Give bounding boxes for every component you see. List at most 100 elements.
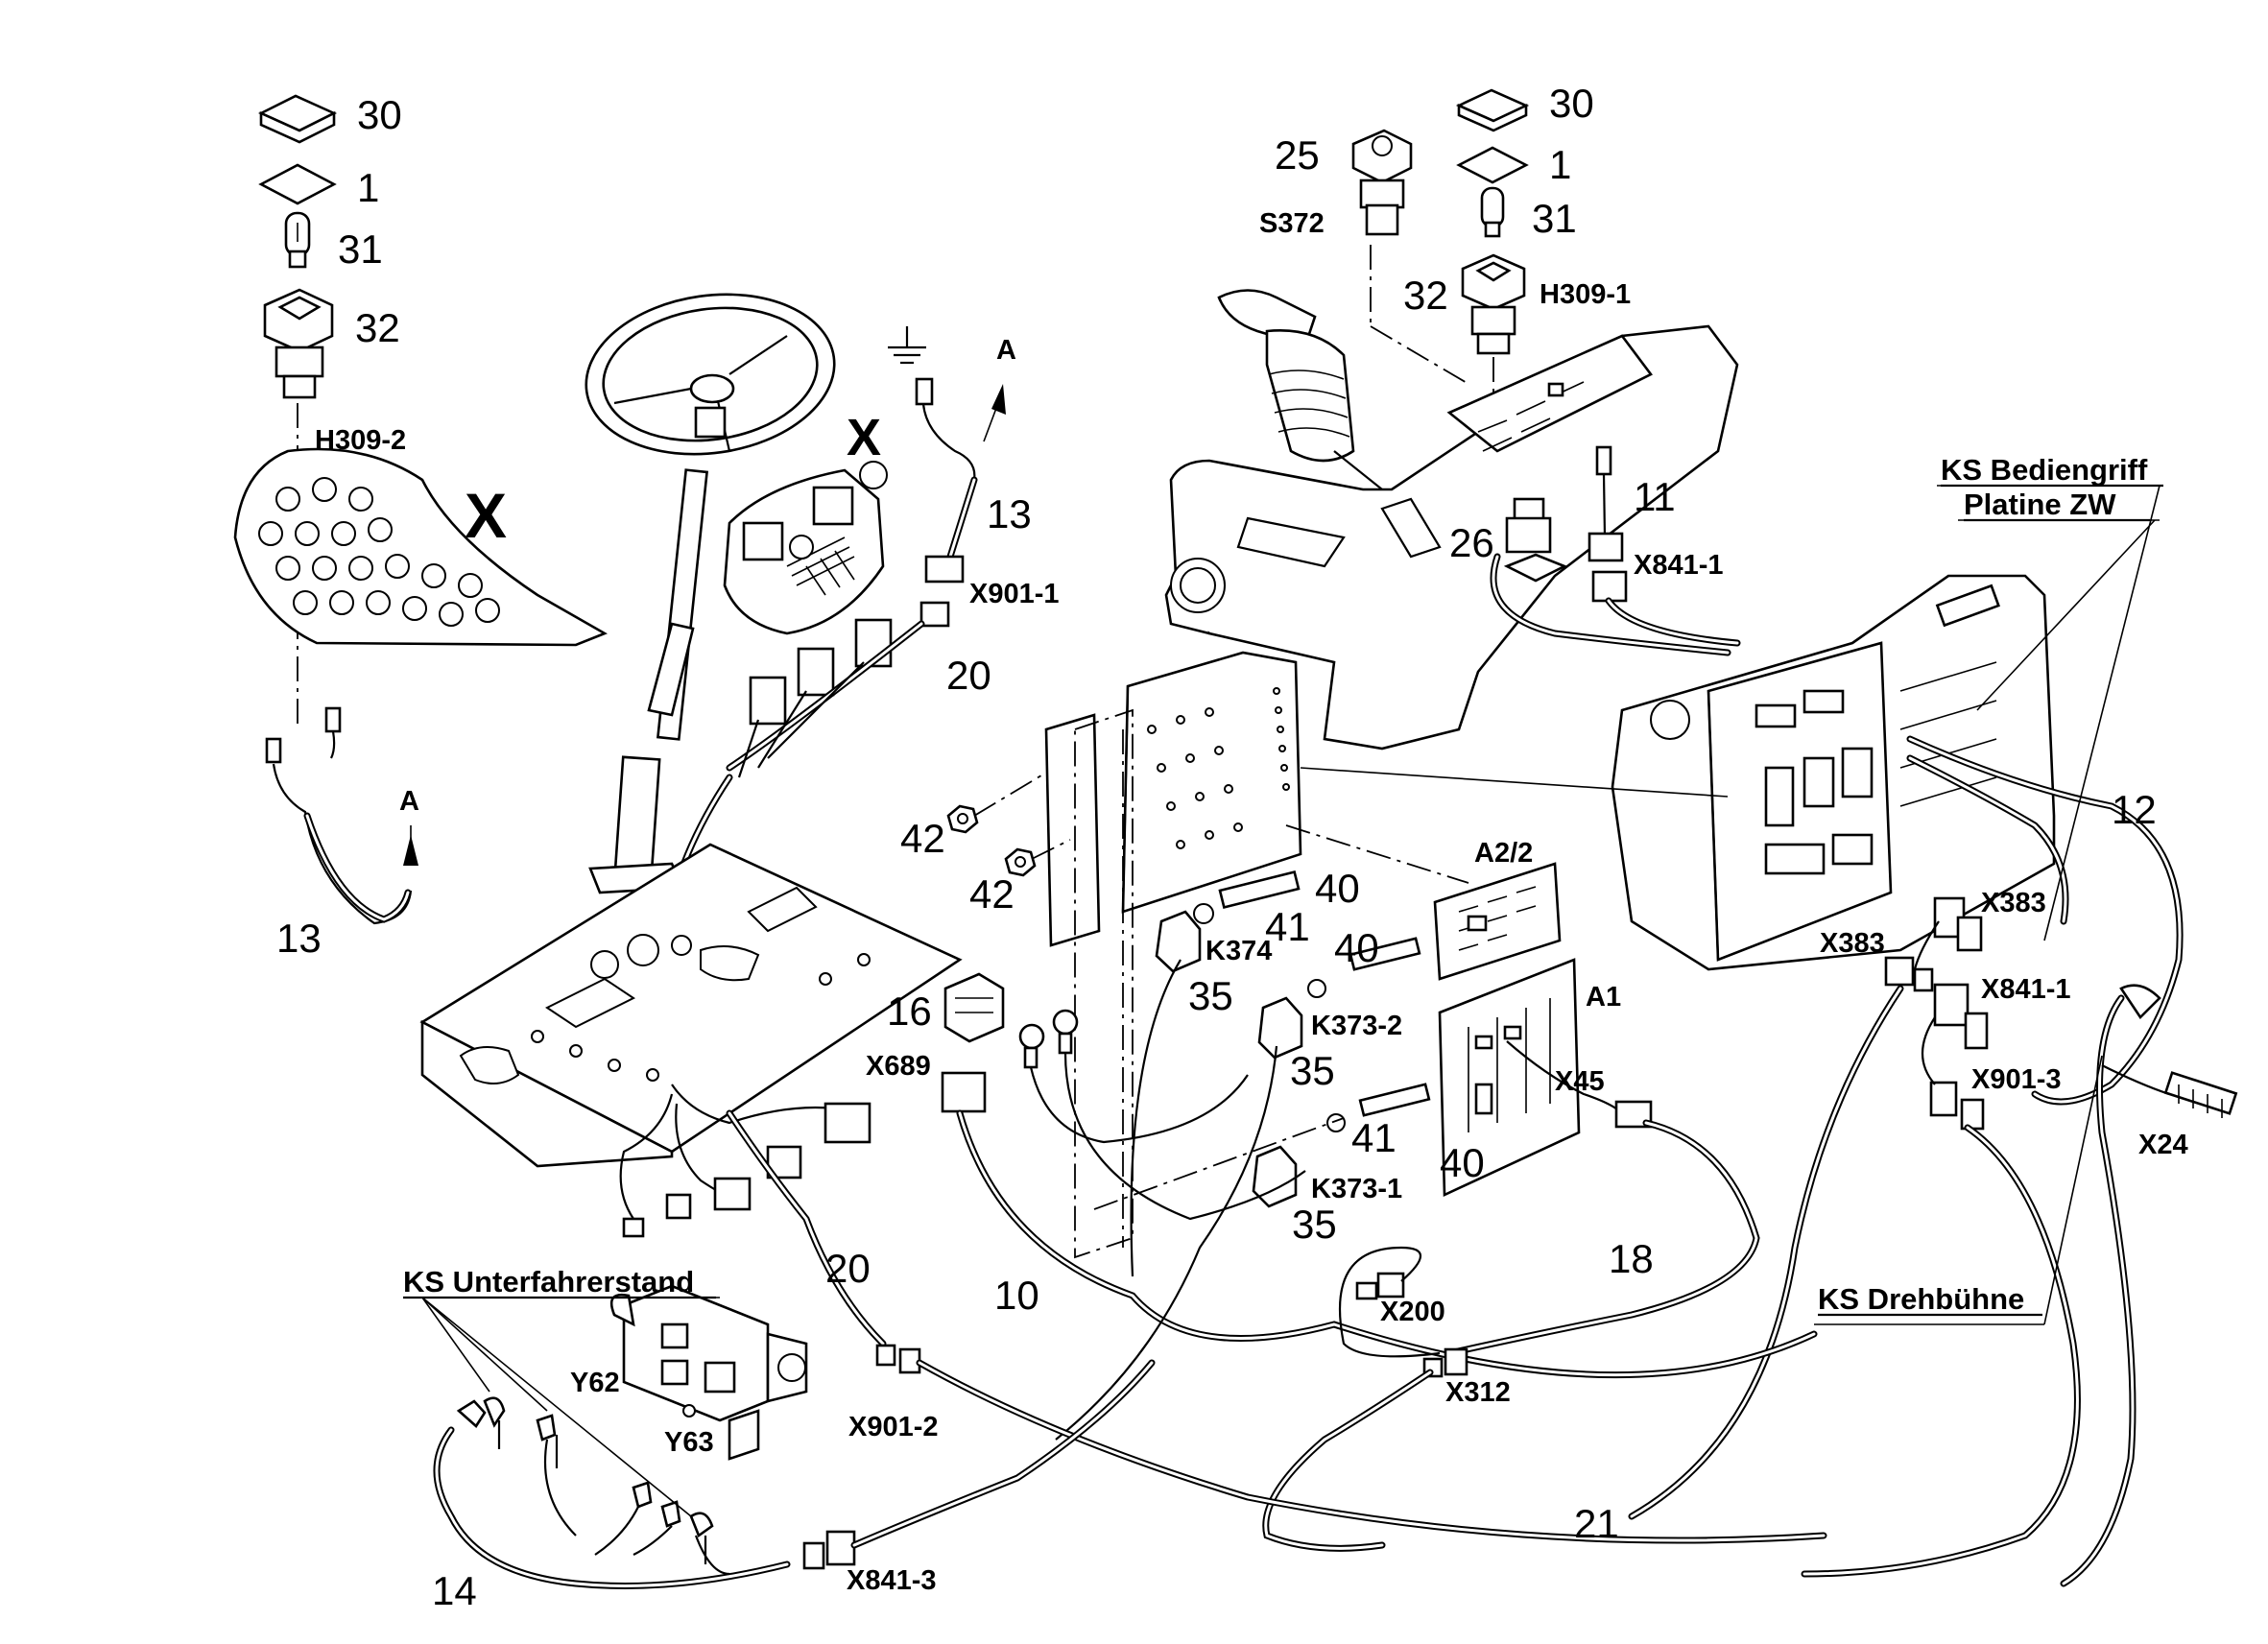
label-x901-1: X901-1 (969, 579, 1060, 609)
label-cable-11: 11 (1634, 474, 1676, 519)
label-cable-18: 18 (1609, 1236, 1654, 1281)
cable-11 (1490, 445, 1741, 656)
label-a1: A1 (1586, 982, 1621, 1013)
label-x841-1-right: X841-1 (1981, 974, 2071, 1005)
panel-plate-x (233, 447, 608, 647)
label-arrow-a-mid: A (996, 335, 1016, 366)
label-y62: Y62 (570, 1368, 620, 1398)
plate-holes (258, 477, 500, 627)
label-platine-zw: Platine ZW (1964, 488, 2116, 521)
label-cable-13-left: 13 (276, 916, 322, 961)
nuts-42 (946, 772, 1071, 877)
label-x24: X24 (2138, 1130, 2188, 1160)
label-x45: X45 (1555, 1066, 1605, 1097)
label-x841-3: X841-3 (847, 1565, 937, 1596)
label-bolt-40-b: 40 (1334, 925, 1379, 970)
panel-holes (1147, 687, 1290, 849)
header-underlines (403, 484, 2163, 1317)
label-x901-2: X901-2 (848, 1412, 939, 1442)
label-holder-32-left: 32 (355, 305, 400, 350)
connector-x841-3 (802, 1359, 1156, 1570)
centerline-s372-h (1370, 325, 1469, 385)
relay-k373-2 (1257, 937, 1421, 1060)
label-cable-13-mid: 13 (987, 491, 1032, 536)
label-part-26: 26 (1449, 520, 1494, 565)
connectors-x200-x312 (1262, 1246, 1468, 1552)
lamp-assembly-left (257, 94, 338, 399)
label-cable-12: 12 (2112, 787, 2157, 832)
label-x841-1-top: X841-1 (1634, 550, 1724, 581)
cable-10 (956, 959, 1818, 1441)
label-washer-41-b: 41 (1351, 1115, 1397, 1160)
switch-26 (1503, 497, 1568, 583)
label-cable-21: 21 (1574, 1501, 1619, 1546)
control-box-right (1611, 574, 2056, 971)
label-a2-2: A2/2 (1474, 838, 1533, 869)
label-cable-20-bottom: 20 (825, 1246, 871, 1291)
label-x312: X312 (1445, 1377, 1511, 1408)
cable-x24 (2060, 984, 2238, 1587)
label-film-1-left: 1 (357, 165, 379, 210)
cable-13-left (265, 706, 418, 925)
label-k373-1: K373-1 (1311, 1174, 1402, 1204)
label-nut-42-a: 42 (900, 816, 945, 861)
label-x689: X689 (866, 1051, 931, 1082)
label-cap-30-right: 30 (1549, 81, 1594, 126)
lamp-assembly-right (1455, 88, 1530, 355)
control-box-components (1755, 584, 2000, 875)
instrument-pod (723, 461, 888, 635)
label-bulb-31-left: 31 (338, 226, 383, 272)
label-cable-20-top: 20 (946, 653, 991, 698)
steering-wheel (585, 293, 836, 456)
relay-k373-1 (1252, 1083, 1431, 1208)
label-s372: S372 (1259, 208, 1325, 239)
label-switch-25: 25 (1275, 132, 1320, 178)
cable-18 (1445, 1040, 1760, 1357)
label-switch-16: 16 (887, 989, 932, 1034)
ring-terminals (1018, 1009, 1079, 1069)
label-relay-35-a: 35 (1188, 973, 1233, 1018)
label-bulb-31-right: 31 (1532, 196, 1577, 241)
label-x200: X200 (1380, 1297, 1445, 1327)
label-film-1-right: 1 (1549, 142, 1571, 187)
switch-16 (941, 972, 1005, 1113)
label-ks-drehbuehne: KS Drehbühne (1818, 1282, 2024, 1316)
label-x383-b: X383 (1820, 928, 1885, 959)
label-holder-32-right: 32 (1403, 273, 1448, 318)
cap-30-left (257, 94, 338, 144)
label-arrow-a-left: A (399, 786, 419, 817)
label-h309-2: H309-2 (315, 425, 406, 456)
board-a1 (1438, 958, 1581, 1198)
right-connectors (1628, 896, 2081, 1578)
bulb-31-left (284, 211, 311, 269)
label-ks-unterfahrerstand: KS Unterfahrerstand (403, 1265, 694, 1299)
film-1-left (258, 163, 337, 205)
label-nut-42-b: 42 (969, 871, 1015, 917)
floor-plate (419, 843, 963, 1168)
label-y63: Y63 (664, 1427, 714, 1458)
label-cable-10: 10 (994, 1273, 1039, 1318)
label-k374: K374 (1206, 936, 1272, 966)
label-bolt-40-c: 40 (1440, 1140, 1485, 1185)
label-k373-2: K373-2 (1311, 1011, 1402, 1041)
center-mounting-panel (1044, 651, 1729, 1259)
floor-harness (619, 1084, 871, 1238)
joystick (1217, 289, 1383, 490)
arrow-up-icon (983, 384, 1006, 442)
label-relay-35-b: 35 (1290, 1048, 1335, 1093)
label-x901-3: X901-3 (1971, 1064, 2062, 1095)
callout-labels: 30 1 31 32 H309-2 X A 13 X A 13 X901-1 2… (276, 81, 2188, 1613)
label-cap-30-left: 30 (357, 92, 402, 137)
label-cable-14: 14 (432, 1568, 477, 1613)
cable-13-mid (888, 326, 1006, 584)
switch-25 (1351, 129, 1413, 236)
cable-20-bottom (726, 1109, 1827, 1544)
film-1-right (1456, 146, 1529, 184)
label-ks-bediengriff: KS Bediengriff (1941, 453, 2148, 487)
harness-connectors-top (749, 601, 950, 726)
label-x383-a: X383 (1981, 888, 2046, 918)
centerline-relays (1093, 1117, 1345, 1210)
valve-block (609, 1284, 808, 1461)
label-x-left: X (465, 480, 507, 551)
